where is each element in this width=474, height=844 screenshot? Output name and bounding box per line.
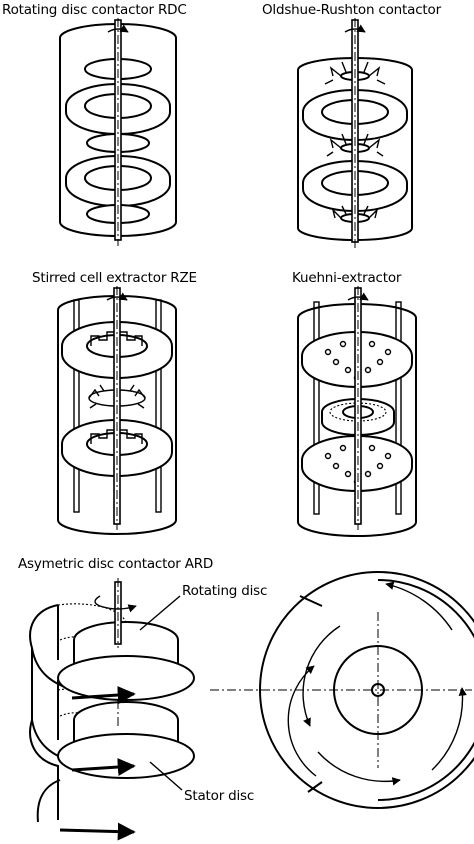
rze-title: Stirred cell extractor RZE xyxy=(32,270,197,286)
stator-disc-leader xyxy=(149,761,183,791)
oldshue-rotation-arrow xyxy=(344,24,366,33)
rotating-disc-label: Rotating disc xyxy=(182,583,268,599)
oldshue-diagram xyxy=(297,18,413,248)
oldshue-shaft xyxy=(351,18,359,248)
ard-baffle-gap xyxy=(299,595,323,793)
kuehni-shaft xyxy=(354,286,362,530)
ard-top-view xyxy=(210,571,474,809)
rdc-column-shell xyxy=(59,23,177,237)
rze-diagram xyxy=(57,286,177,535)
ard-baffle-arc xyxy=(377,579,474,801)
ard-rotation-arrow xyxy=(94,595,137,613)
rdc-diagram xyxy=(59,18,177,246)
kuehni-rotation-arrow xyxy=(347,292,369,301)
rdc-shaft xyxy=(114,18,122,246)
kuehni-tie-rods xyxy=(313,301,402,515)
ard-flow-arrows xyxy=(59,686,136,841)
ard-title: Asymetric disc contactor ARD xyxy=(18,556,214,572)
ard-stator-disc-lower xyxy=(56,733,196,779)
rze-rotation-arrow xyxy=(106,292,128,301)
rdc-rotation-arrow xyxy=(107,24,129,33)
oldshue-title: Oldshue-Rushton contactor xyxy=(262,2,441,18)
ard-side-view xyxy=(29,578,196,841)
kuehni-title: Kuehni-extractor xyxy=(292,270,402,286)
ard-outer-wall xyxy=(259,571,474,809)
stator-disc-label: Stator disc xyxy=(184,788,255,804)
kuehni-diagram xyxy=(297,286,417,537)
ard-flow-circulation-arrows xyxy=(287,581,467,786)
rotating-disc-leader xyxy=(139,595,181,631)
rdc-title: Rotating disc contactor RDC xyxy=(2,2,187,18)
ard-shaft xyxy=(114,578,122,726)
rze-shaft xyxy=(113,286,121,530)
rze-tie-rods xyxy=(73,299,162,513)
